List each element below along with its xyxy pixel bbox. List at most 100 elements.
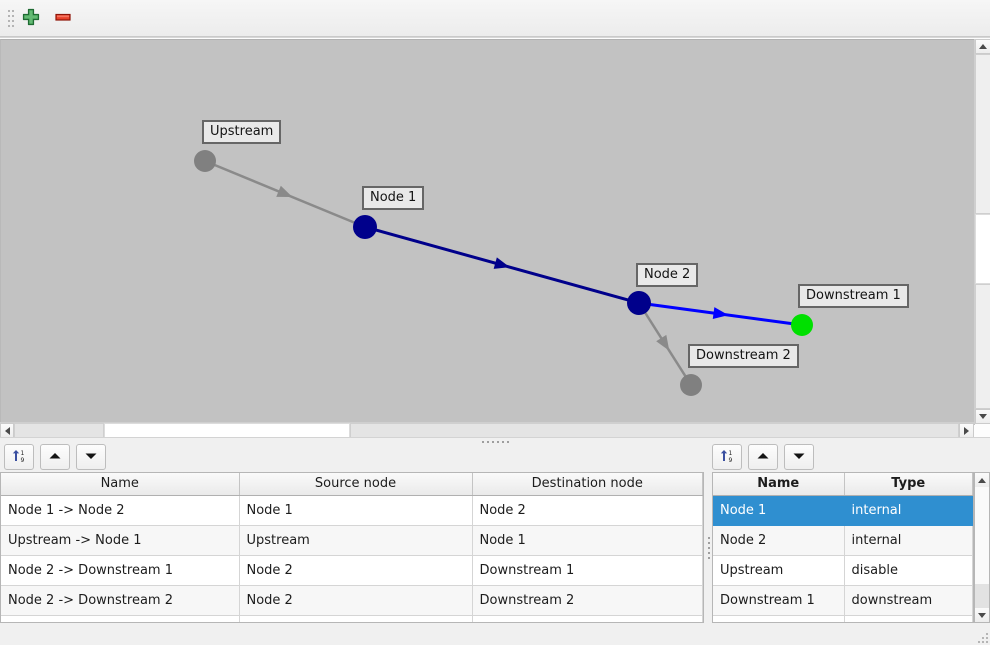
nodes-scroll-down-button[interactable] <box>975 608 989 622</box>
graph-node-downstream2[interactable] <box>680 374 702 396</box>
add-node-button[interactable] <box>16 4 46 32</box>
links-table-column-header-2[interactable]: Destination node <box>472 473 703 496</box>
svg-text:1: 1 <box>21 450 25 457</box>
graph-edge-arrow-upstream-node1 <box>276 185 293 198</box>
nodes-vscroll-thumb[interactable] <box>975 584 989 608</box>
nodes-table-column-header-0[interactable]: Name <box>713 473 845 496</box>
chevron-right-icon <box>964 426 969 435</box>
canvas-horizontal-scrollbar[interactable] <box>0 422 974 438</box>
triangle-up-icon <box>755 448 771 467</box>
nodes-table-cell-name[interactable]: Downstream 1 <box>713 585 845 616</box>
horizontal-splitter[interactable] <box>0 437 990 446</box>
canvas-hscroll-thumb[interactable] <box>104 423 350 438</box>
links-table-cell-name[interactable]: Upstream -> Node 1 <box>1 525 240 556</box>
graph-node-label-upstream[interactable]: Upstream <box>202 120 282 144</box>
nodes-table-column-header-1[interactable]: Type <box>844 473 973 496</box>
nodes-move-down-button[interactable] <box>784 444 814 470</box>
links-table-empty-row[interactable] <box>1 615 703 622</box>
nodes-move-up-button[interactable] <box>748 444 778 470</box>
nodes-table-empty-row[interactable] <box>713 615 973 622</box>
nodes-sort-button[interactable]: 1 9 <box>712 444 742 470</box>
nodes-vscroll-track[interactable] <box>975 487 989 584</box>
nodes-table-vertical-scrollbar[interactable] <box>974 472 990 623</box>
links-table-cell-destination[interactable]: Node 1 <box>472 525 703 556</box>
sort-icon: 1 9 <box>719 448 735 467</box>
resize-grip-icon[interactable] <box>976 631 988 643</box>
graph-edge-arrow-node1-node2 <box>493 257 510 269</box>
graph-node-downstream1[interactable] <box>791 314 813 336</box>
links-toolbar: 1 9 <box>4 443 106 471</box>
graph-edge-arrow-node2-downstream1 <box>712 307 729 320</box>
links-table-cell-name[interactable]: Node 2 -> Downstream 1 <box>1 555 240 586</box>
links-sort-button[interactable]: 1 9 <box>4 444 34 470</box>
graph-node-label-node1[interactable]: Node 1 <box>362 186 425 210</box>
canvas-vscroll-track-lower[interactable] <box>975 284 990 409</box>
canvas-scroll-left-button[interactable] <box>0 423 14 438</box>
nodes-toolbar: 1 9 <box>712 443 814 471</box>
links-table-cell-name[interactable]: Node 1 -> Node 2 <box>1 495 240 526</box>
canvas-hscroll-track-right[interactable] <box>350 423 959 438</box>
links-table-empty-cell <box>472 615 703 622</box>
links-table-cell-source[interactable]: Node 2 <box>239 585 473 616</box>
triangle-down-icon <box>83 448 99 467</box>
sort-icon: 1 9 <box>11 448 27 467</box>
links-table-cell-source[interactable]: Upstream <box>239 525 473 556</box>
remove-node-button[interactable] <box>48 4 78 32</box>
links-table-cell-destination[interactable]: Node 2 <box>472 495 703 526</box>
nodes-table-cell-type[interactable]: internal <box>844 525 973 556</box>
toolbar-drag-handle[interactable] <box>3 4 14 32</box>
links-table-cell-source[interactable]: Node 1 <box>239 495 473 526</box>
links-table-cell-name[interactable]: Node 2 -> Downstream 2 <box>1 585 240 616</box>
links-table-cell-destination[interactable]: Downstream 1 <box>472 555 703 586</box>
nodes-table-cell-name[interactable]: Node 2 <box>713 525 845 556</box>
svg-text:1: 1 <box>729 450 733 457</box>
nodes-table-cell-type[interactable]: downstream <box>844 585 973 616</box>
graph-node-node1[interactable] <box>353 215 377 239</box>
chevron-left-icon <box>4 426 10 435</box>
splitter-grip-icon <box>481 441 509 443</box>
nodes-table-cell-type[interactable]: disable <box>844 555 973 586</box>
graph-node-label-node2[interactable]: Node 2 <box>636 263 699 287</box>
graph-edge-arrow-node2-downstream2 <box>656 334 670 351</box>
links-table-cell-destination[interactable]: Downstream 2 <box>472 585 703 616</box>
nodes-scroll-up-button[interactable] <box>975 473 989 487</box>
canvas-scroll-up-button[interactable] <box>975 39 990 54</box>
canvas-scroll-down-button[interactable] <box>975 409 990 424</box>
canvas-scroll-right-button[interactable] <box>959 423 974 438</box>
graph-node-node2[interactable] <box>627 291 651 315</box>
canvas-vscroll-track-upper[interactable] <box>975 54 990 214</box>
nodes-table-cell-name[interactable]: Node 1 <box>713 495 845 526</box>
nodes-table-cell-name[interactable]: Upstream <box>713 555 845 586</box>
chevron-down-icon <box>978 612 986 618</box>
nodes-table-empty-cell <box>713 615 845 622</box>
links-table-column-header-1[interactable]: Source node <box>239 473 473 496</box>
canvas-hscroll-track-left[interactable] <box>14 423 104 438</box>
graph-node-label-downstream2[interactable]: Downstream 2 <box>688 344 799 368</box>
links-table-column-header-0[interactable]: Name <box>1 473 240 496</box>
links-move-up-button[interactable] <box>40 444 70 470</box>
graph-node-label-downstream1[interactable]: Downstream 1 <box>798 284 909 308</box>
links-table-empty-cell <box>239 615 473 622</box>
links-move-down-button[interactable] <box>76 444 106 470</box>
nodes-table-empty-cell <box>844 615 973 622</box>
links-table-cell-source[interactable]: Node 2 <box>239 555 473 586</box>
vertical-splitter[interactable] <box>704 472 713 623</box>
graph-node-upstream[interactable] <box>194 150 216 172</box>
nodes-table-cell-type[interactable]: internal <box>844 495 973 526</box>
canvas-vertical-scrollbar[interactable] <box>974 39 990 424</box>
canvas-vscroll-thumb[interactable] <box>975 214 990 284</box>
